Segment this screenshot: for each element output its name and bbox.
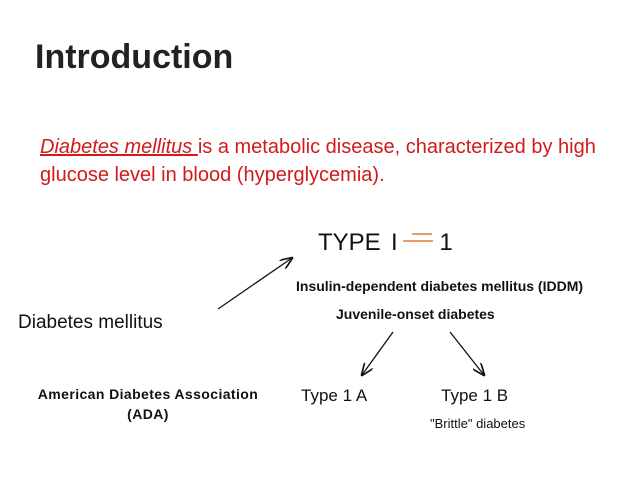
subtype-b: Type 1 B [441,386,509,405]
type-heading: TYPE I 1 [318,229,453,257]
arrow-to-subtype-b [449,331,484,375]
subtype-b-note: "Brittle" diabetes [430,416,526,431]
organization-label: American Diabetes Association (ADA) [37,386,259,422]
intro-term: Diabetes mellitus [40,136,198,158]
intro-paragraph: Diabetes mellitus is a metabolic disease… [40,133,610,189]
arrow-root-to-type [217,258,292,310]
type-word: TYPE [318,229,381,256]
type1-alt-name: Juvenile-onset diabetes [336,306,495,322]
intro-text: is a metabolic disease, characterized by… [40,136,596,186]
type-symbol: I [391,229,398,256]
root-term: Diabetes mellitus [18,312,163,333]
slide-title: Introduction [35,38,234,76]
type1-name: Insulin-dependent diabetes mellitus (IDD… [296,278,584,294]
type-number: 1 [439,229,453,256]
arrow-to-subtype-a [362,331,394,375]
subtype-a: Type 1 A [301,386,368,405]
